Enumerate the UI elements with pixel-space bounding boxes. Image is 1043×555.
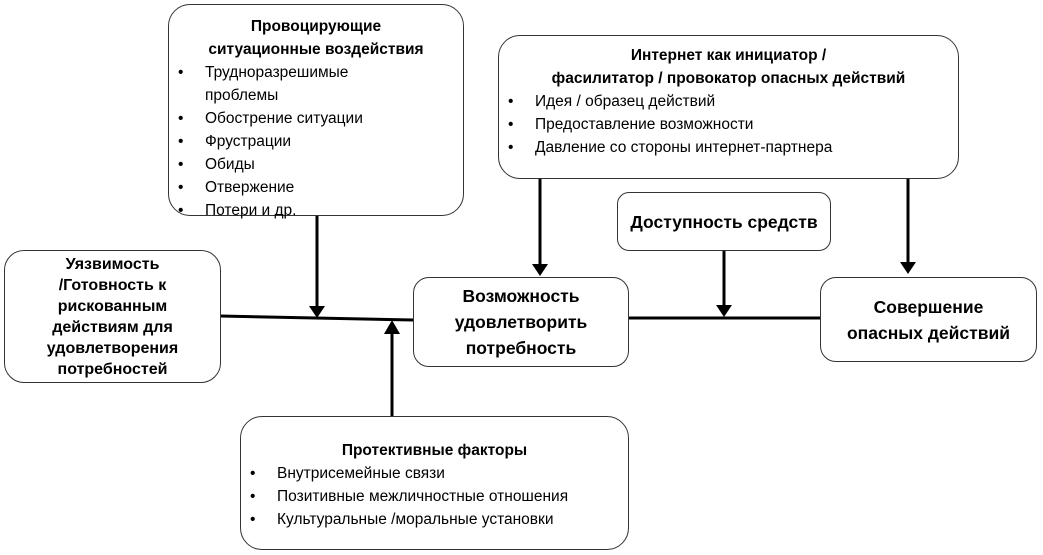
provoking-title: Провоцирующие ситуационные воздействия [169,15,463,61]
vulnerability-line: Уязвимость [65,255,160,273]
list-item: Потери и др. [169,199,463,222]
commission-line: опасных действий [846,322,1010,343]
vulnerability-line: удовлетворения [46,339,179,357]
arrowhead-internet-possibility [532,264,548,276]
provoking-list: Трудноразрешимые проблемы Обострение сит… [169,61,463,222]
availability-label: Доступность средств [630,211,818,232]
vulnerability-line: рискованным [57,297,168,315]
list-item: Идея / образец действий [499,90,958,113]
list-item: Трудноразрешимые проблемы [169,61,375,107]
internet-title-line: фасилитатор / провокатор опасных действи… [551,70,906,87]
arrowhead-internet-commission [900,262,916,274]
edge-vulnerability-possibility [219,314,414,322]
possibility-text: Возможность удовлетворить потребность [455,283,588,361]
arrowhead-provoking [309,306,325,318]
vulnerability-box: Уязвимость /Готовность к рискованным дей… [4,250,221,383]
internet-list: Идея / образец действий Предоставление в… [499,90,958,159]
possibility-line: Возможность [462,286,580,306]
protective-list: Внутрисемейные связи Позитивные межлично… [241,462,628,531]
internet-title-line: Интернет как инициатор / [630,47,827,64]
list-item: Фрустрации [169,130,463,153]
list-item: Внутрисемейные связи [241,462,628,485]
list-item: Обострение ситуации [169,107,463,130]
internet-factors-box: Интернет как инициатор / фасилитатор / п… [498,35,959,179]
availability-box: Доступность средств [617,192,831,251]
provoking-factors-box: Провоцирующие ситуационные воздействия Т… [168,4,464,222]
possibility-box: Возможность удовлетворить потребность [413,277,629,367]
commission-box: Совершение опасных действий [820,277,1037,362]
vulnerability-text: Уязвимость /Готовность к рискованным дей… [47,254,178,380]
list-item: Отвержение [169,176,463,199]
vulnerability-line: потребностей [57,360,168,378]
commission-line: Совершение [873,296,984,317]
commission-text: Совершение опасных действий [847,294,1010,346]
arrowhead-availability [716,305,732,317]
vulnerability-line: действиям для [52,318,173,336]
list-item: Обиды [169,153,463,176]
possibility-line: потребность [465,338,577,358]
list-item: Предоставление возможности [499,113,958,136]
list-item: Давление со стороны интернет-партнера [499,136,958,159]
arrowhead-protective [384,320,400,334]
list-item: Позитивные межличностные отношения [241,485,628,508]
list-item: Культуральные /моральные установки [241,508,628,531]
provoking-title-line: ситуационные воздействия [208,41,424,58]
vulnerability-line: /Готовность к [58,276,167,294]
possibility-line: удовлетворить [454,312,588,332]
internet-title: Интернет как инициатор / фасилитатор / п… [499,44,958,90]
provoking-title-line: Провоцирующие [250,18,382,35]
protective-factors-box: Протективные факторы Внутрисемейные связ… [240,416,629,550]
protective-title: Протективные факторы [341,442,528,459]
